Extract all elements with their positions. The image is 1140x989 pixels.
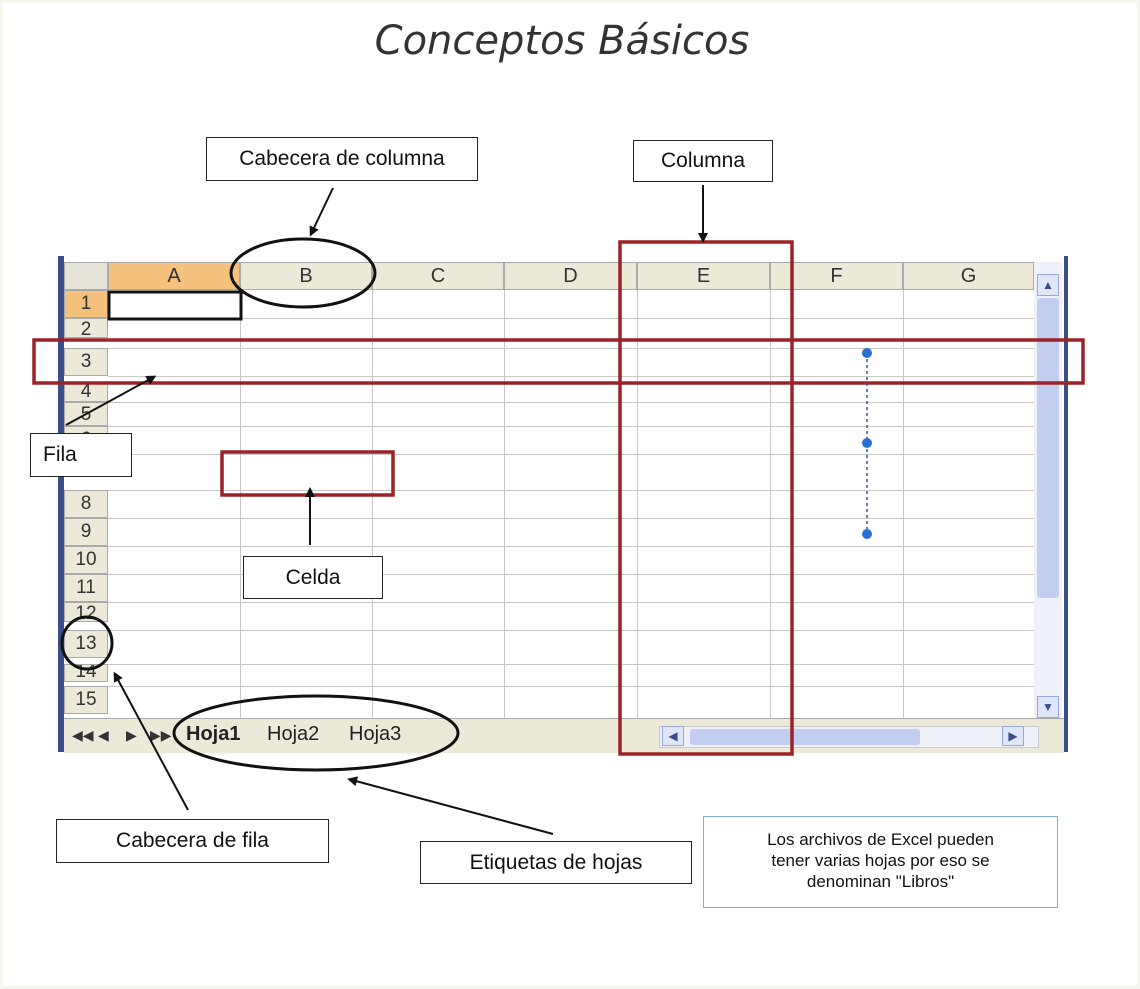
row-header-15[interactable]: 15 [64, 686, 108, 714]
window-left-border [58, 256, 64, 752]
column-header-e[interactable]: E [637, 262, 770, 290]
row-header-12[interactable]: 12 [64, 602, 108, 622]
select-all-corner[interactable] [64, 262, 108, 290]
page-title: Conceptos Básicos [374, 18, 750, 64]
column-header-a[interactable]: A [108, 262, 240, 290]
callout-etiquetas-hojas: Etiquetas de hojas [420, 841, 692, 884]
scroll-down-icon[interactable]: ▼ [1037, 696, 1059, 718]
note-line-2: tener varias hojas por eso se [771, 851, 990, 870]
callout-cabecera-fila: Cabecera de fila [56, 819, 329, 863]
cell-grid[interactable] [108, 290, 1034, 718]
row-header-13[interactable]: 13 [64, 630, 108, 658]
row-header-5[interactable]: 5 [64, 402, 108, 426]
column-header-b[interactable]: B [240, 262, 372, 290]
tab-hoja2[interactable]: Hoja2 [267, 723, 320, 745]
tab-hoja1[interactable]: Hoja1 [186, 723, 241, 745]
tab-hoja3[interactable]: Hoja3 [349, 723, 402, 745]
scroll-left-icon[interactable]: ◀ [662, 726, 684, 746]
row-header-9[interactable]: 9 [64, 518, 108, 546]
horizontal-scroll-thumb[interactable] [690, 729, 920, 745]
row-header-10[interactable]: 10 [64, 546, 108, 574]
sheet-tab-bar: ◀◀ ◀ ▶ ▶▶ Hoja1 Hoja2 Hoja3 ◀ ▶ [64, 718, 1064, 753]
vertical-scrollbar[interactable]: ▲ ▼ [1034, 262, 1062, 718]
note-line-3: denominan "Libros" [806, 872, 955, 891]
column-header-c[interactable]: C [372, 262, 504, 290]
row-header-3[interactable]: 3 [64, 348, 108, 376]
column-header-g[interactable]: G [903, 262, 1034, 290]
row-header-14[interactable]: 14 [64, 664, 108, 682]
note-libros: Los archivos de Excel pueden tener varia… [703, 816, 1058, 908]
window-right-border [1064, 256, 1068, 752]
next-sheet-icon[interactable]: ▶ [126, 727, 137, 743]
prev-sheet-icon[interactable]: ◀ [98, 727, 109, 743]
callout-celda: Celda [243, 556, 383, 599]
horizontal-scrollbar[interactable]: ◀ ▶ [659, 726, 1039, 748]
first-sheet-icon[interactable]: ◀◀ [72, 727, 94, 743]
last-sheet-icon[interactable]: ▶▶ [150, 727, 172, 743]
column-header-f[interactable]: F [770, 262, 903, 290]
callout-cabecera-columna: Cabecera de columna [206, 137, 478, 181]
column-header-d[interactable]: D [504, 262, 637, 290]
row-header-1[interactable]: 1 [64, 290, 108, 318]
callout-columna: Columna [633, 140, 773, 182]
row-header-11[interactable]: 11 [64, 574, 108, 602]
row-header-2[interactable]: 2 [64, 318, 108, 338]
vertical-scroll-thumb[interactable] [1037, 298, 1059, 598]
row-header-4[interactable]: 4 [64, 382, 108, 402]
callout-fila: Fila [30, 433, 132, 477]
note-line-1: Los archivos de Excel pueden [767, 830, 994, 849]
spreadsheet-window: A B C D E F G 1 2 3 4 5 6 7 8 9 10 11 12… [58, 256, 1068, 753]
scroll-right-icon[interactable]: ▶ [1002, 726, 1024, 746]
row-header-8[interactable]: 8 [64, 490, 108, 518]
scroll-up-icon[interactable]: ▲ [1037, 274, 1059, 296]
